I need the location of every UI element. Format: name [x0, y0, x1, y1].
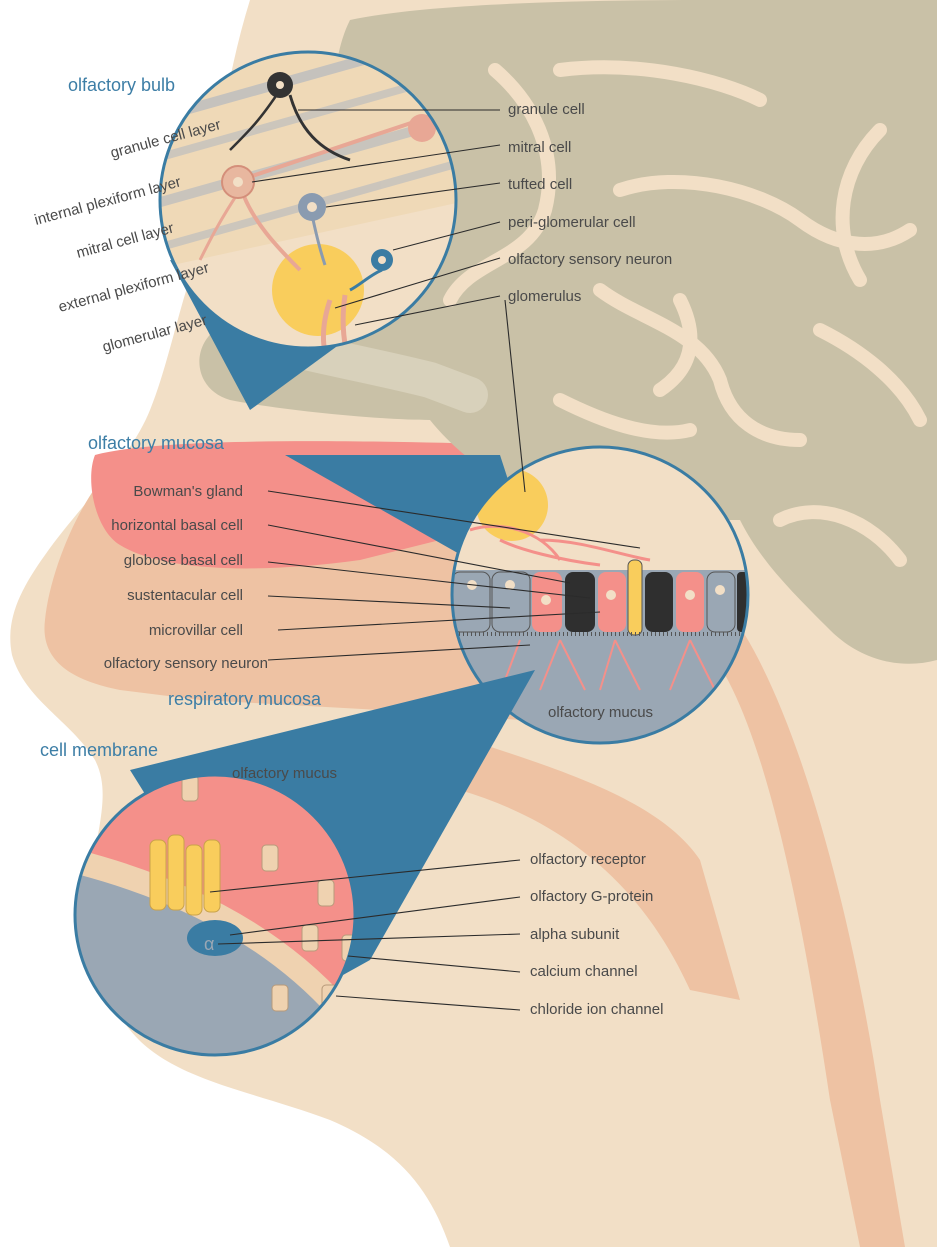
- label-chloride-ion-channel: chloride ion channel: [530, 1001, 663, 1018]
- label-glomerulus: glomerulus: [508, 288, 581, 305]
- label-mitral-cell: mitral cell: [508, 139, 571, 156]
- label-olfactory-receptor: olfactory receptor: [530, 851, 646, 868]
- label-olfactory-g-protein: olfactory G-protein: [530, 888, 653, 905]
- label-bowmans-gland: Bowman's gland: [133, 483, 243, 500]
- label-horizontal-basal-cell: horizontal basal cell: [111, 517, 243, 534]
- mucosa-olfactory-mucus: olfactory mucus: [548, 704, 653, 721]
- section-olfactory-mucosa: olfactory mucosa: [88, 433, 225, 453]
- label-olfactory-sensory-neuron-mucosa: olfactory sensory neuron: [104, 655, 268, 672]
- label-alpha-subunit: alpha subunit: [530, 926, 620, 943]
- label-peri-glomerular-cell: peri-glomerular cell: [508, 214, 636, 231]
- section-cell-membrane: cell membrane: [40, 740, 158, 760]
- label-olfactory-sensory-neuron-bulb: olfactory sensory neuron: [508, 251, 672, 268]
- label-granule-cell: granule cell: [508, 101, 585, 118]
- label-calcium-channel: calcium channel: [530, 963, 638, 980]
- label-microvillar-cell: microvillar cell: [149, 622, 243, 639]
- label-sustentacular-cell: sustentacular cell: [127, 587, 243, 604]
- label-tufted-cell: tufted cell: [508, 176, 572, 193]
- section-respiratory-mucosa: respiratory mucosa: [168, 689, 322, 709]
- section-olfactory-bulb: olfactory bulb: [68, 75, 175, 95]
- membrane-olfactory-mucus: olfactory mucus: [232, 765, 337, 782]
- alpha-symbol: α: [204, 934, 214, 954]
- label-globose-basal-cell: globose basal cell: [124, 552, 243, 569]
